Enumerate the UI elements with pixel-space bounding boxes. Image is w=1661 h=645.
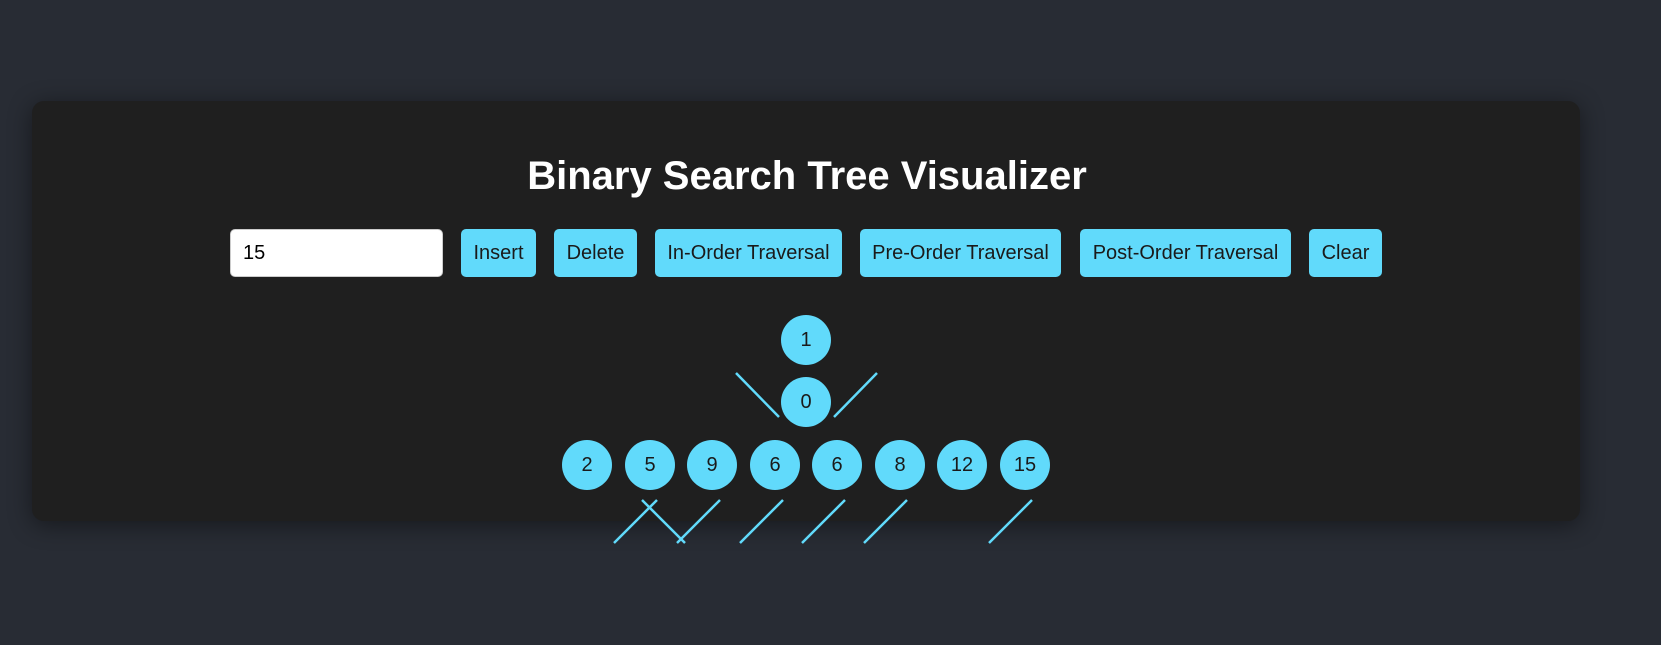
tree-node[interactable]: 5 bbox=[625, 440, 675, 490]
tree-node[interactable]: 9 bbox=[687, 440, 737, 490]
inorder-traversal-button[interactable]: In-Order Traversal bbox=[655, 229, 842, 277]
tree-node[interactable]: 8 bbox=[875, 440, 925, 490]
postorder-traversal-button[interactable]: Post-Order Traversal bbox=[1080, 229, 1291, 277]
page-title: Binary Search Tree Visualizer bbox=[527, 154, 1087, 198]
tree-node[interactable]: 0 bbox=[781, 377, 831, 427]
tree-node[interactable]: 15 bbox=[1000, 440, 1050, 490]
tree-node[interactable]: 2 bbox=[562, 440, 612, 490]
value-input[interactable] bbox=[230, 229, 443, 277]
insert-button[interactable]: Insert bbox=[461, 229, 536, 277]
preorder-traversal-button[interactable]: Pre-Order Traversal bbox=[860, 229, 1061, 277]
delete-button[interactable]: Delete bbox=[554, 229, 637, 277]
visualizer-panel bbox=[32, 101, 1580, 521]
clear-button[interactable]: Clear bbox=[1309, 229, 1382, 277]
tree-node[interactable]: 6 bbox=[812, 440, 862, 490]
tree-node[interactable]: 6 bbox=[750, 440, 800, 490]
tree-node[interactable]: 1 bbox=[781, 315, 831, 365]
tree-node[interactable]: 12 bbox=[937, 440, 987, 490]
